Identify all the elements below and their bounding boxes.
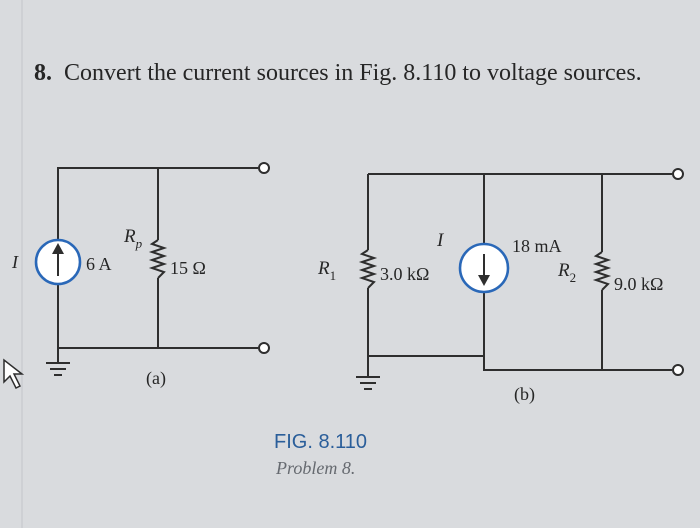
circuit-a: I 6 A Rp 15 Ω (a)	[11, 162, 270, 389]
resistor-rp-letter: R	[123, 226, 136, 247]
source-a-current-label: 6 A	[86, 254, 112, 274]
wire-b-bottom	[368, 355, 672, 371]
ground-icon	[356, 376, 380, 390]
resistor-r2-value-label: 9.0 kΩ	[614, 274, 663, 294]
circuit-a-side-label: I	[11, 252, 19, 272]
resistor-r2-name-label: R2	[557, 260, 576, 285]
resistor-r1-name-label: R1	[317, 258, 336, 283]
resistor-rp-name-label: Rp	[123, 226, 143, 251]
cursor-pointer-icon	[3, 358, 25, 390]
figure-caption-title: FIG. 8.110	[274, 431, 367, 453]
arrow-up-icon	[52, 243, 64, 276]
resistor-r2-subscript: 2	[570, 270, 577, 285]
circuit-a-sub-label: (a)	[146, 368, 166, 389]
resistor-r1-value-label: 3.0 kΩ	[380, 264, 429, 284]
problem-text: Convert the current sources in Fig. 8.11…	[64, 60, 642, 86]
resistor-r1-icon	[358, 249, 378, 289]
circuit-b-sub-label: (b)	[514, 384, 535, 405]
resistor-r1-letter: R	[317, 258, 330, 279]
resistor-r2-icon	[592, 251, 612, 291]
ground-icon	[46, 362, 70, 376]
terminal-a-top	[258, 162, 270, 174]
resistor-rp-value-label: 15 Ω	[170, 258, 206, 278]
source-b-current-name-label: I	[436, 230, 445, 251]
source-b-current-value-label: 18 mA	[512, 236, 562, 256]
circuit-b: R1 3.0 kΩ I 18 mA R2 9.0 kΩ (b)	[317, 168, 684, 405]
arrow-down-icon	[478, 254, 490, 286]
figure-caption-subtitle: Problem 8.	[275, 458, 355, 478]
terminal-b-top	[672, 168, 684, 180]
resistor-rp-icon	[148, 239, 168, 279]
resistor-rp-subscript: p	[135, 236, 143, 251]
terminal-a-bottom	[258, 342, 270, 354]
problem-number: 8.	[34, 60, 52, 86]
problem-statement: 8. Convert the current sources in Fig. 8…	[34, 60, 642, 86]
terminal-b-bottom	[672, 364, 684, 376]
resistor-r1-subscript: 1	[330, 268, 337, 283]
resistor-r2-letter: R	[557, 260, 570, 281]
